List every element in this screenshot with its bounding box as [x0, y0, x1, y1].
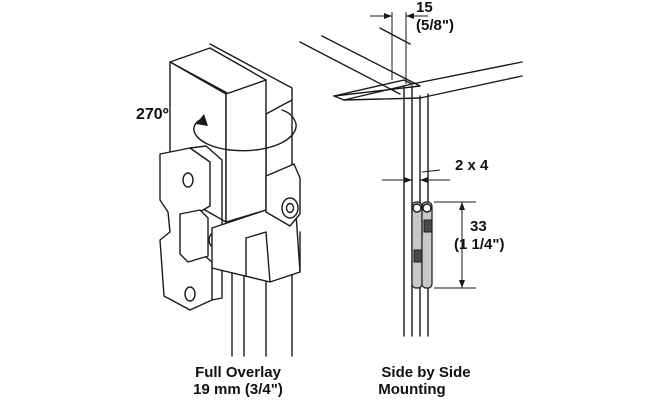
left-caption-line2: 19 mm (3/4") [193, 381, 283, 398]
height-dim-inch: (1 1/4") [454, 236, 504, 253]
hinge-barrels [411, 201, 433, 289]
dimension-top: 15 (5/8") [370, 0, 454, 84]
side-by-side-illustration: 15 (5/8") 2 x 4 33 (1 1/4") [299, 0, 523, 337]
angle-label: 270º [136, 106, 169, 123]
height-dim-value: 33 [470, 218, 487, 235]
left-caption-line1: Full Overlay [195, 364, 282, 381]
rotation-arrow [193, 109, 297, 152]
side-dim: 2 x 4 [455, 157, 489, 174]
dimension-height: 33 (1 1/4") [434, 201, 504, 289]
right-caption-line1: Side by Side [381, 364, 470, 381]
full-overlay-illustration: 270º [136, 43, 301, 357]
top-panels [299, 27, 523, 101]
hinge-arm [211, 163, 301, 283]
right-caption-line2: Mounting [378, 381, 445, 398]
top-dim-value: 15 [416, 0, 433, 16]
top-dim-inch: (5/8") [416, 17, 454, 34]
dimension-side: 2 x 4 [382, 157, 489, 183]
